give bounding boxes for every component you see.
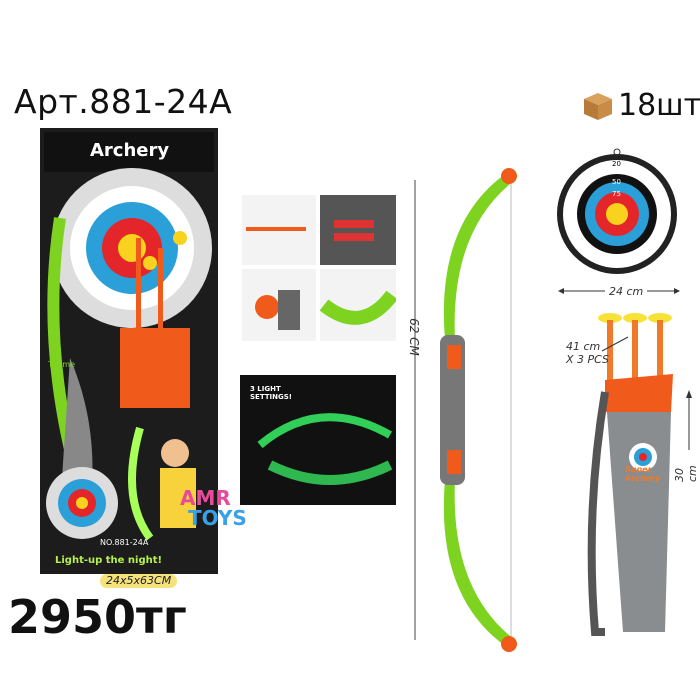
arrow-pointer (601, 336, 629, 352)
logo-line-2: TOYS (188, 506, 247, 530)
quiver-brand: Super Archery (625, 465, 661, 483)
quantity: 18шт (582, 88, 700, 123)
arrow-length-note: 41 cm X 3 PCS (566, 340, 609, 366)
target-ring-75: 75 (612, 190, 621, 198)
try-me-badge: Try me (48, 360, 75, 369)
price: 2950тг (8, 590, 187, 644)
box-title: Archery (90, 140, 170, 161)
arrow-count-label: X 3 PCS (566, 353, 610, 366)
box-slogan: Light-up the night! (55, 555, 163, 566)
article-number: Арт.881-24А (14, 82, 233, 121)
bow-image (414, 168, 517, 652)
product-box (40, 128, 218, 574)
logo-line-1: AMR (180, 486, 231, 510)
package-icon (584, 92, 612, 120)
target-width-label: 24 cm (605, 285, 648, 298)
target-image (557, 148, 677, 274)
arrow-length-label: 41 cm (566, 340, 601, 353)
target-ring-20: 20 (612, 160, 621, 168)
quiver-image (587, 313, 673, 636)
bow-length-label: 62 CM (406, 318, 421, 356)
quiver-height-label: 30 cm (673, 465, 699, 482)
light-settings-label: 3 LIGHT SETTINGS! (250, 385, 292, 401)
amr-toys-logo: AMR TOYS (180, 488, 247, 528)
glow-panel (240, 375, 396, 505)
box-model: NO.881-24A (100, 538, 149, 547)
target-ring-10: 10 (565, 210, 574, 218)
height-arrow (686, 390, 692, 450)
target-ring-50: 50 (612, 178, 621, 186)
quantity-text: 18шт (618, 88, 700, 123)
box-size-badge: 24x5x63CM (100, 574, 178, 588)
feature-insets (242, 195, 396, 341)
